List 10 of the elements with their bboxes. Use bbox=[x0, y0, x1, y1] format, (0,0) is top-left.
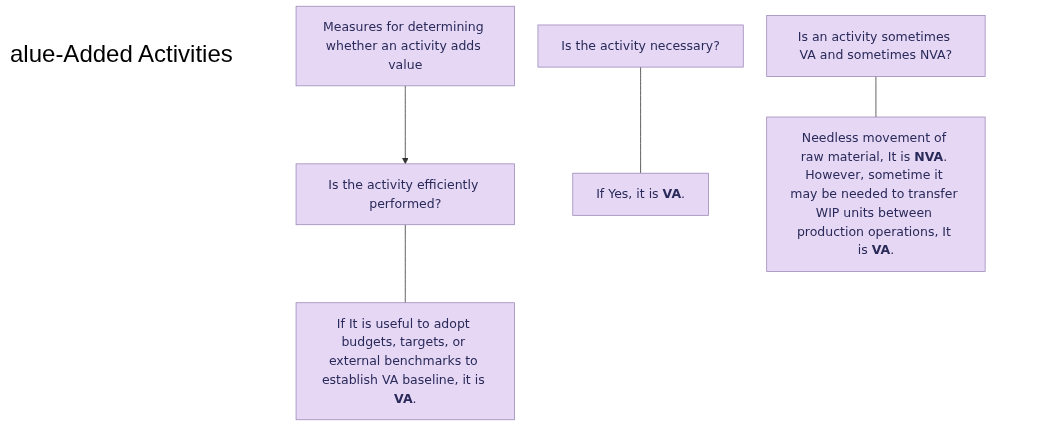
node-box: Is an activity sometimes VA and sometimes NVA? bbox=[766, 15, 986, 77]
node-box: If Yes, it is VA. bbox=[572, 172, 709, 216]
connector bbox=[640, 66, 641, 174]
node-box: If It is useful to adopt budgets, targets, or external benchmarks to establish VA baseline, it is VA. bbox=[295, 302, 515, 421]
diagram-title: alue-Added Activities bbox=[10, 40, 233, 68]
node-box: Is the activity necessary? bbox=[537, 24, 744, 68]
node-box: Measures for determining whether an activity adds value bbox=[295, 5, 515, 87]
node-box: Is the activity efficiently performed? bbox=[295, 163, 515, 226]
connector bbox=[404, 224, 406, 304]
node-box: Needless movement of raw material, It is NVA. However, sometime it may be needed to transfer WIP units between production operations, It is VA. bbox=[766, 116, 986, 272]
